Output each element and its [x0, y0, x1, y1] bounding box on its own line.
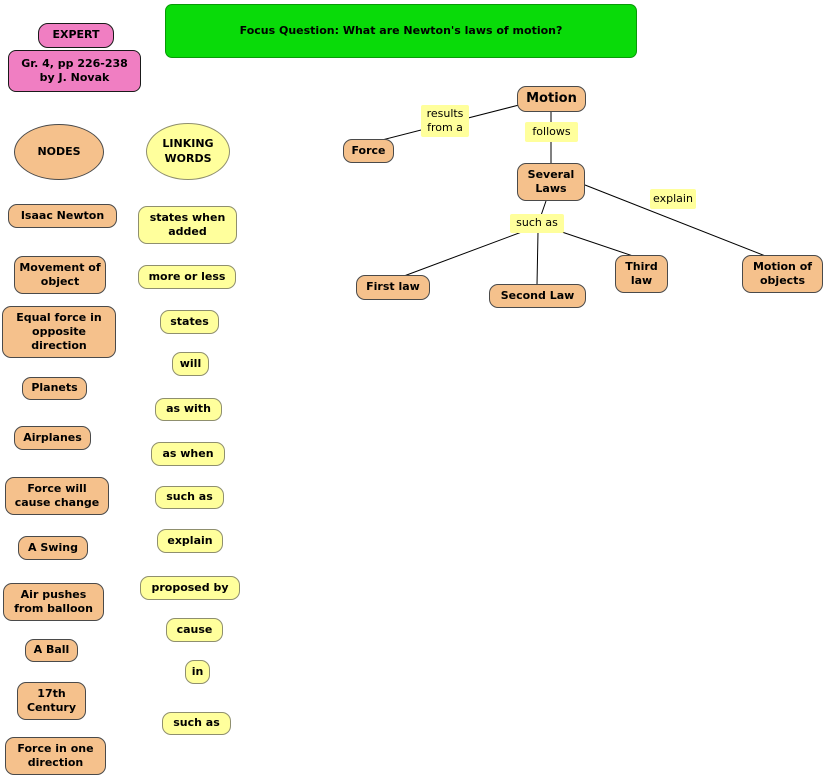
- concept-motion[interactable]: Motion: [517, 86, 586, 112]
- node-bank-item[interactable]: A Swing: [18, 536, 88, 560]
- linking-bank-item[interactable]: as with: [155, 398, 222, 421]
- linking-bank-item[interactable]: such as: [162, 712, 231, 735]
- connector-line: [536, 231, 539, 286]
- concept-motion-of-objects[interactable]: Motion of objects: [742, 255, 823, 293]
- linking-bank-item[interactable]: proposed by: [140, 576, 240, 600]
- node-bank-item[interactable]: Equal force in opposite direction: [2, 306, 116, 358]
- link-label-explain[interactable]: explain: [650, 189, 696, 209]
- concept-first-law[interactable]: First law: [356, 275, 430, 300]
- source-box[interactable]: Gr. 4, pp 226-238 by J. Novak: [8, 50, 141, 92]
- concept-several-laws[interactable]: Several Laws: [517, 163, 585, 201]
- node-bank-item[interactable]: Airplanes: [14, 426, 91, 450]
- concept-second-law[interactable]: Second Law: [489, 284, 586, 308]
- connector-line: [584, 184, 769, 258]
- linking-bank-item[interactable]: explain: [157, 529, 223, 553]
- link-label-follows[interactable]: follows: [525, 122, 578, 142]
- node-bank-item[interactable]: 17th Century: [17, 682, 86, 720]
- concept-third-law[interactable]: Third law: [615, 255, 668, 293]
- linking-bank-item[interactable]: will: [172, 352, 209, 376]
- node-bank-item[interactable]: Isaac Newton: [8, 204, 117, 228]
- concept-force[interactable]: Force: [343, 139, 394, 163]
- legend-linking-words-ellipse[interactable]: LINKING WORDS: [146, 123, 230, 180]
- node-bank-item[interactable]: Movement of object: [14, 256, 106, 294]
- legend-nodes-ellipse[interactable]: NODES: [14, 124, 104, 180]
- linking-bank-item[interactable]: states when added: [138, 206, 237, 244]
- focus-question-box[interactable]: Focus Question: What are Newton's laws o…: [165, 4, 637, 58]
- node-bank-item[interactable]: Air pushes from balloon: [3, 583, 104, 621]
- node-bank-item[interactable]: A Ball: [25, 639, 78, 662]
- linking-bank-item[interactable]: such as: [155, 486, 224, 509]
- node-bank-item[interactable]: Planets: [22, 377, 87, 400]
- linking-bank-item[interactable]: cause: [166, 618, 223, 642]
- connector-line: [403, 229, 528, 277]
- expert-badge[interactable]: EXPERT: [38, 23, 114, 48]
- linking-bank-item[interactable]: more or less: [138, 265, 236, 289]
- linking-bank-item[interactable]: as when: [151, 442, 225, 466]
- linking-bank-item[interactable]: states: [160, 310, 219, 334]
- link-label-results-from-a[interactable]: results from a: [421, 105, 469, 137]
- node-bank-item[interactable]: Force will cause change: [5, 477, 109, 515]
- link-label-such-as[interactable]: such as: [510, 214, 564, 233]
- connector-line: [552, 228, 637, 258]
- node-bank-item[interactable]: Force in one direction: [5, 737, 106, 775]
- linking-bank-item[interactable]: in: [185, 660, 210, 684]
